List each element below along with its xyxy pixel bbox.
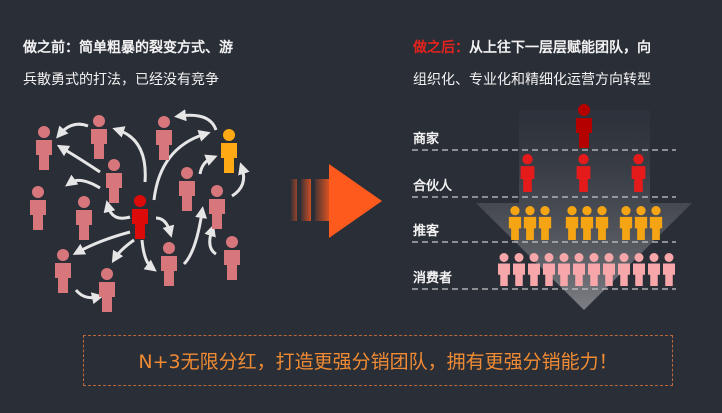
tier-label-partner: 合伙人 [413,179,453,194]
slogan-banner: N+3无限分红，打造更强分销团队，拥有更强分销能力！ [83,335,673,386]
scatter-arrows [56,109,250,305]
before-line-1: 做之前：简单粗暴的裂变方式、游 [23,40,233,56]
tier-label-consumer: 消费者 [413,271,453,286]
tier-label-promoter: 推客 [413,224,440,239]
highlight-person-icon [221,129,237,173]
center-person-icon [132,195,148,239]
before-label: 做之前： [23,40,79,56]
after-label: 做之后： [413,40,469,56]
transition-arrow-icon [291,164,382,238]
after-line-1: 做之后：从上往下一层层赋能团队，向 [413,40,651,56]
before-line-2: 兵散勇式的打法，已经没有竞争 [23,72,219,88]
tier-dividers [412,149,676,290]
promoter-people [508,206,663,240]
tier-label-merchant: 商家 [413,132,440,147]
slogan-text: N+3无限分红，打造更强分销团队，拥有更强分销能力！ [138,351,618,373]
after-line-2: 组织化、专业化和精细化运营方向转型 [413,72,651,88]
